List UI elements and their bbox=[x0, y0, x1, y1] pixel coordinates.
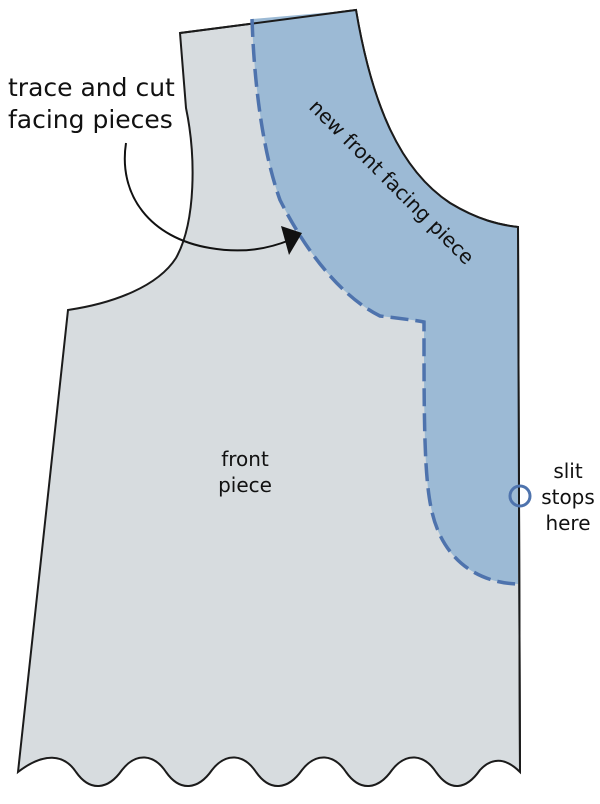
slit-label-line2: stops bbox=[541, 485, 595, 509]
circle-marker-icon bbox=[508, 484, 532, 508]
facing-piece-shape bbox=[252, 10, 518, 584]
dashed-trace-line bbox=[250, 18, 519, 586]
front-piece-label-line2: piece bbox=[218, 473, 272, 497]
callout-arrow-line bbox=[123, 142, 291, 252]
neckline-outline bbox=[179, 8, 521, 773]
slit-label-line1: slit bbox=[553, 459, 583, 483]
slit-label-line3: here bbox=[545, 511, 590, 535]
callout-label-line1: trace and cut bbox=[8, 73, 175, 102]
front-piece-label-line1: front bbox=[221, 447, 269, 471]
arrow-icon bbox=[281, 226, 302, 255]
callout-label-line2: facing pieces bbox=[8, 105, 173, 134]
